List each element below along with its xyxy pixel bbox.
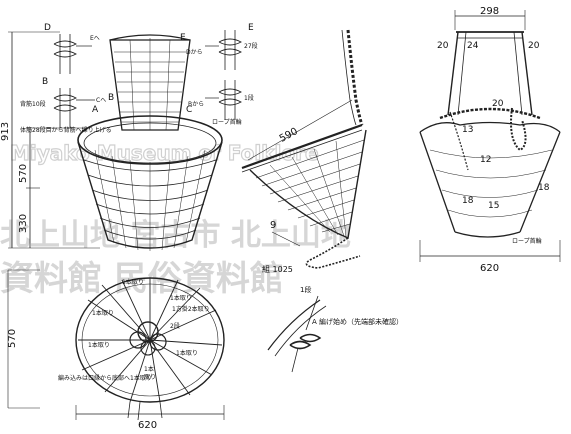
label-c-he: Cへ — [96, 97, 106, 104]
t-center: 1本 — [144, 365, 154, 373]
detail-a-1dan: 1段 — [300, 285, 311, 294]
label-A: A — [92, 105, 99, 115]
n-18a: 18 — [462, 196, 474, 206]
n-20a: 20 — [437, 41, 449, 51]
t-right-mid: 1方掛2本取り — [172, 305, 210, 313]
n-12: 12 — [480, 155, 491, 165]
label-1dan: 1段 — [244, 94, 254, 102]
dim-9: 9 — [270, 220, 276, 231]
label-C: C — [186, 105, 192, 115]
dim-913: 913 — [0, 122, 11, 141]
dim-620-bottom: 620 — [138, 420, 157, 430]
label-taisuji: 体筋28段目から背筋へ繰り上げる — [20, 126, 112, 134]
t-left-top: 1本取り — [122, 278, 144, 286]
dim-570-front: 570 — [18, 164, 29, 183]
t-right-mid2: 1本取り — [176, 349, 198, 357]
side-view — [241, 29, 367, 269]
front-view — [8, 30, 242, 251]
dim-570-bottom: 570 — [7, 329, 18, 348]
end-view — [419, 10, 561, 262]
detail-a — [267, 295, 327, 373]
watermark-line1: 北上山地 宮古市 北上山地 — [0, 218, 351, 253]
label-e-he: Eへ — [90, 35, 100, 42]
n-20b: 20 — [528, 41, 540, 51]
n-24: 24 — [467, 41, 479, 51]
weave-note: 編み込みは口縁から底部へ1本取り — [58, 374, 152, 382]
rope-note-end: ロープ首輪 — [512, 237, 542, 245]
label-setsuji: 背筋10段 — [20, 100, 46, 108]
detail-a-caption: A 編げ始め（先端部未確認） — [312, 317, 403, 326]
watermark: 北上山地 宮古市 北上山地 資料館 民俗資料館 Miyako Museum of… — [0, 140, 351, 299]
n-20c: 20 — [492, 99, 504, 109]
front-view-labels: 913 570 330 D B B A C E E Eへ Dから 27段 Cへ … — [0, 23, 258, 233]
label-B-left: B — [42, 77, 48, 87]
dim-298: 298 — [480, 6, 499, 17]
end-view-labels: 298 20 24 20 20 13 12 18 18 15 ロープ首輪 620 — [437, 6, 550, 274]
t-left-low: 1本取り — [88, 341, 110, 349]
watermark-english: Miyako Museum of Folklore — [10, 141, 319, 165]
n-18b: 18 — [538, 183, 550, 193]
label-D: D — [44, 23, 51, 33]
label-rope-front: ロープ首輪 — [212, 118, 242, 126]
label-d-kara: Dから — [186, 49, 203, 56]
t-right-low: 2段 — [170, 322, 180, 330]
label-E: E — [248, 23, 254, 33]
bottom-view — [7, 269, 225, 421]
t-right-top: 1本取り — [170, 294, 192, 302]
n-13: 13 — [462, 125, 473, 135]
label-B: B — [108, 93, 114, 103]
label-27dan: 27段 — [244, 42, 258, 50]
label-b-kara: Bから — [188, 101, 204, 108]
label-E-small: E — [180, 33, 186, 43]
dim-330: 330 — [18, 214, 29, 233]
n-15: 15 — [488, 201, 499, 211]
t-center2: 取り — [144, 374, 156, 381]
dim-620-end: 620 — [480, 263, 499, 274]
detail-a-labels: 1段 A 編げ始め（先端部未確認） — [300, 285, 403, 326]
bottom-view-labels: 570 620 1本取り 1本取り 1方掛2本取り 1本取り 1本取り 2段 1… — [7, 278, 210, 431]
t-left: 1本取り — [92, 309, 114, 317]
cord-length: 組 1025 — [262, 264, 293, 274]
